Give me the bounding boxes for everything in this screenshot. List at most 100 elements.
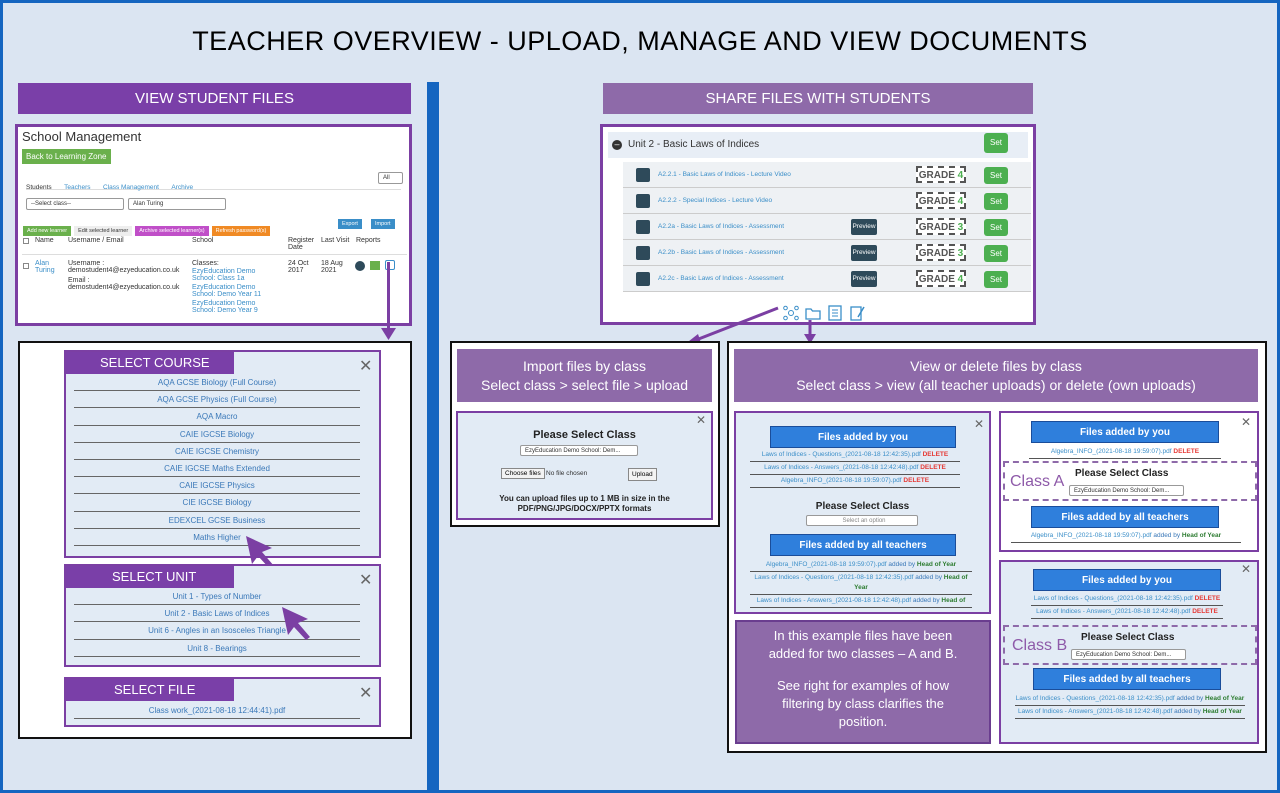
unit-item[interactable]: Unit 6 - Angles in an Isosceles Triangle [74, 622, 360, 640]
list-icon[interactable] [827, 305, 843, 321]
import-button[interactable]: Import [371, 219, 395, 229]
report-icon[interactable] [355, 261, 365, 271]
select-all-checkbox[interactable] [23, 238, 29, 244]
view-subtitle: Select class > view (all teacher uploads… [796, 377, 1196, 393]
unit-item[interactable]: Unit 1 - Types of Number [74, 588, 360, 606]
files-by-all-heading: Files added by all teachers [1033, 668, 1221, 690]
preview-button[interactable]: Preview [851, 245, 877, 261]
set-button[interactable]: Set [984, 271, 1008, 288]
class-select[interactable]: Select an option [806, 515, 918, 526]
network-icon[interactable] [783, 305, 799, 321]
export-button[interactable]: Export [338, 219, 362, 229]
resource-link[interactable]: A2.2a - Basic Laws of Indices - Assessme… [658, 223, 785, 230]
class-select[interactable]: EzyEducation Demo School: Dem... [1071, 649, 1186, 660]
upload-button[interactable]: Upload [628, 468, 657, 481]
delete-link[interactable]: DELETE [1173, 448, 1200, 455]
resource-link[interactable]: A2.2b - Basic Laws of Indices - Assessme… [658, 249, 785, 256]
edit-document-icon[interactable] [849, 305, 865, 321]
preview-button[interactable]: Preview [851, 271, 877, 287]
delete-link[interactable]: DELETE [922, 451, 949, 458]
file-link[interactable]: Algebra_INFO_(2021-08-18 19:59:07).pdf [780, 477, 902, 484]
collapse-icon[interactable]: – [612, 140, 622, 150]
class-link-1a[interactable]: EzyEducation Demo School: Class 1a [192, 268, 256, 282]
no-file-chosen: No file chosen [546, 470, 588, 477]
unit-item[interactable]: Unit 2 - Basic Laws of Indices [74, 605, 360, 623]
set-button[interactable]: Set [984, 193, 1008, 210]
row-checkbox[interactable] [23, 263, 29, 269]
file-link[interactable]: Laws of Indices - Answers_(2021-08-18 12… [756, 597, 912, 604]
edit-learner-button[interactable]: Edit selected learner [74, 226, 133, 236]
delete-link[interactable]: DELETE [920, 464, 946, 471]
folder-icon[interactable] [805, 305, 821, 321]
unit-item[interactable]: Unit 8 - Bearings [74, 640, 360, 657]
resource-link[interactable]: A2.2c - Basic Laws of Indices - Assessme… [658, 275, 784, 282]
student-name-link[interactable]: Alan Turing [35, 260, 55, 274]
close-icon[interactable]: ✕ [1241, 562, 1252, 576]
course-item[interactable]: CAIE IGCSE Chemistry [74, 443, 360, 460]
tab-students[interactable]: Students [26, 184, 52, 191]
file-link[interactable]: Algebra_INFO_(2021-08-18 19:59:07).pdf [1050, 448, 1172, 455]
close-icon[interactable]: ✕ [696, 413, 707, 427]
set-button[interactable]: Set [984, 245, 1008, 262]
added-by-label: added by [1176, 695, 1204, 702]
course-item[interactable]: AQA Macro [74, 408, 360, 426]
close-icon[interactable]: ✕ [359, 685, 373, 702]
file-link[interactable]: Laws of Indices - Questions_(2021-08-18 … [1033, 595, 1193, 602]
files-icon[interactable] [385, 260, 395, 270]
share-row: A2.2c - Basic Laws of Indices - Assessme… [623, 266, 1031, 292]
share-panel: – Unit 2 - Basic Laws of Indices Set A2.… [600, 124, 1036, 325]
course-item[interactable]: CIE IGCSE Biology [74, 494, 360, 512]
course-item[interactable]: AQA GCSE Biology (Full Course) [74, 374, 360, 392]
delete-link[interactable]: DELETE [1192, 608, 1218, 615]
class-select[interactable]: EzyEducation Demo School: Dem... [1069, 485, 1184, 496]
student-select[interactable]: Alan Turing [128, 198, 226, 210]
chart-icon[interactable] [370, 261, 380, 270]
all-select[interactable]: All [378, 172, 403, 184]
select-unit-label: SELECT UNIT [66, 566, 234, 588]
file-link[interactable]: Algebra_INFO_(2021-08-18 19:59:07).pdf [1030, 532, 1152, 539]
file-link[interactable]: Laws of Indices - Questions_(2021-08-18 … [761, 451, 921, 458]
refresh-password-button[interactable]: Refresh password(s) [211, 226, 271, 236]
close-icon[interactable]: ✕ [974, 417, 985, 431]
set-button[interactable]: Set [984, 133, 1008, 153]
delete-link[interactable]: DELETE [903, 477, 930, 484]
resource-link[interactable]: A2.2.2 - Special Indices - Lecture Video [658, 197, 773, 204]
tab-teachers[interactable]: Teachers [64, 184, 91, 191]
file-link[interactable]: Laws of Indices - Answers_(2021-08-18 12… [1036, 608, 1191, 615]
file-link[interactable]: Laws of Indices - Answers_(2021-08-18 12… [764, 464, 919, 471]
set-button[interactable]: Set [984, 167, 1008, 184]
archive-learner-button[interactable]: Archive selected learner(s) [135, 226, 209, 236]
course-item[interactable]: CAIE IGCSE Maths Extended [74, 460, 360, 478]
add-learner-button[interactable]: Add new learner [23, 226, 72, 236]
class-select[interactable]: --Select class-- [26, 198, 124, 210]
grade-badge: GRADE 4 [916, 270, 966, 287]
resource-link[interactable]: A2.2.1 - Basic Laws of Indices - Lecture… [658, 171, 791, 178]
file-link[interactable]: Algebra_INFO_(2021-08-18 19:59:07).pdf [765, 561, 887, 568]
course-item[interactable]: CAIE IGCSE Biology [74, 426, 360, 443]
grade-number: 4 [957, 170, 964, 181]
preview-button[interactable]: Preview [851, 219, 877, 235]
course-item[interactable]: CAIE IGCSE Physics [74, 477, 360, 495]
close-icon[interactable]: ✕ [1241, 415, 1252, 429]
set-button[interactable]: Set [984, 219, 1008, 236]
close-icon[interactable]: ✕ [359, 358, 373, 375]
class-link-year9[interactable]: EzyEducation Demo School: Demo Year 9 [192, 300, 258, 314]
class-select[interactable]: EzyEducation Demo School: Dem... [520, 445, 638, 456]
upload-note-line2: PDF/PNG/JPG/DOCX/PPTX formats [517, 504, 652, 513]
choose-files-button[interactable]: Choose files [501, 468, 545, 479]
file-link[interactable]: Laws of Indices - Questions_(2021-08-18 … [754, 574, 914, 581]
tab-class-management[interactable]: Class Management [102, 184, 159, 191]
course-item[interactable]: Maths Higher [74, 529, 360, 546]
file-link[interactable]: Laws of Indices - Questions_(2021-08-18 … [1015, 695, 1175, 702]
course-item[interactable]: EDEXCEL GCSE Business [74, 512, 360, 529]
course-item[interactable]: AQA GCSE Physics (Full Course) [74, 391, 360, 409]
class-link-year11[interactable]: EzyEducation Demo School: Demo Year 11 [192, 284, 262, 298]
file-item[interactable]: Class work_(2021-08-18 12:44:41).pdf [74, 702, 360, 720]
tab-archive[interactable]: Archive [171, 184, 194, 191]
close-icon[interactable]: ✕ [359, 572, 373, 589]
files-all-dialog: ✕ Files added by you Laws of Indices - Q… [734, 411, 991, 614]
delete-link[interactable]: DELETE [1194, 595, 1221, 602]
file-link[interactable]: Laws of Indices - Answers_(2021-08-18 12… [1018, 708, 1173, 715]
back-button[interactable]: Back to Learning Zone [22, 149, 111, 164]
